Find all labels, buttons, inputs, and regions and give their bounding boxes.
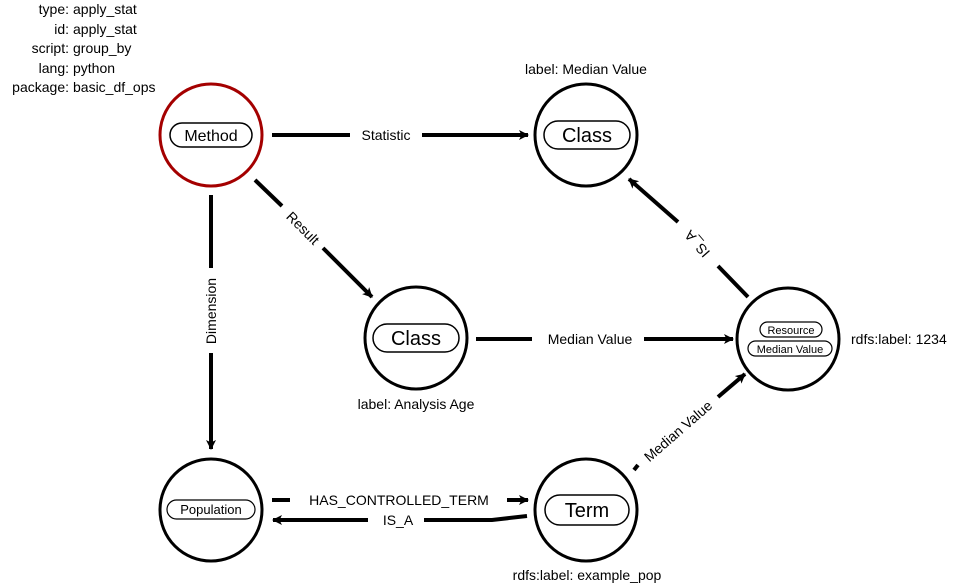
property-key: type: — [38, 1, 69, 17]
edge-median-value-term: Median Value — [632, 372, 747, 472]
node-class-mid-badge — [372, 323, 460, 353]
edge-label-statistic: Statistic — [361, 127, 410, 143]
property-value: apply_stat — [73, 20, 137, 37]
node-class-top[interactable]: Class label: Median Value — [525, 61, 647, 188]
node-class-mid-caption: label: Analysis Age — [358, 396, 475, 412]
property-key: id: — [54, 20, 69, 37]
node-resource-badge-resource — [759, 321, 823, 338]
edge-dimension: Dimension — [203, 195, 219, 450]
node-method-label: Method — [184, 128, 237, 145]
property-key: lang: — [38, 59, 69, 76]
node-term-label: Term — [565, 500, 609, 522]
property-key: script: — [31, 40, 69, 56]
edge-median-value-mid: Median Value — [476, 331, 734, 347]
node-resource-badge-median — [747, 340, 833, 357]
edge-label-has-controlled-term: HAS_CONTROLLED_TERM — [309, 492, 489, 508]
node-class-top-label: Class — [562, 125, 612, 147]
node-resource-label-median: Median Value — [757, 344, 823, 356]
node-resource-label-resource: Resource — [767, 325, 814, 337]
edge-label-median-value-mid: Median Value — [548, 331, 633, 347]
property-row: id: apply_stat — [0, 20, 156, 40]
method-properties: type: apply_stat id: apply_stat script: … — [0, 0, 156, 98]
node-class-top-caption: label: Median Value — [525, 61, 647, 77]
node-term[interactable]: Term rdfs:label: example_pop — [513, 457, 662, 583]
node-resource-circle — [735, 286, 841, 392]
property-row: script: group_by — [0, 39, 156, 59]
edge-label-dimension: Dimension — [203, 278, 219, 344]
node-method[interactable]: Method — [158, 82, 264, 188]
edge-is-a-resource: IS_A — [627, 177, 750, 299]
edge-label-median-value-term: Median Value — [641, 397, 715, 465]
edge-result: Result — [253, 178, 374, 299]
edge-is-a-term: IS_A — [272, 512, 528, 528]
node-resource-caption: rdfs:label: 1234 — [851, 331, 947, 347]
edge-statistic: Statistic — [272, 127, 529, 143]
edge-label-result: Result — [283, 208, 322, 247]
node-term-caption: rdfs:label: example_pop — [513, 567, 662, 583]
property-key: package: — [12, 79, 69, 95]
edge-label-is-a-resource: IS_A — [681, 227, 713, 261]
node-term-badge — [544, 494, 630, 526]
node-resource[interactable]: Resource Median Value rdfs:label: 1234 — [735, 286, 947, 392]
node-class-mid-label: Class — [391, 328, 441, 350]
node-population[interactable]: Population — [158, 457, 264, 563]
property-value: apply_stat — [73, 1, 137, 17]
property-value: python — [73, 59, 116, 76]
node-method-badge — [169, 122, 253, 148]
property-row: lang: python — [0, 59, 156, 79]
node-population-label: Population — [180, 502, 241, 517]
edge-has-controlled-term: HAS_CONTROLLED_TERM — [272, 492, 529, 508]
property-row: type: apply_stat — [0, 0, 156, 20]
node-class-mid[interactable]: Class label: Analysis Age — [358, 285, 475, 412]
node-population-badge — [166, 499, 256, 520]
node-class-top-badge — [543, 120, 631, 150]
property-value: group_by — [73, 40, 132, 56]
property-row: package: basic_df_ops — [0, 78, 156, 98]
property-value: basic_df_ops — [73, 79, 156, 95]
edge-label-is-a-term: IS_A — [383, 512, 414, 528]
